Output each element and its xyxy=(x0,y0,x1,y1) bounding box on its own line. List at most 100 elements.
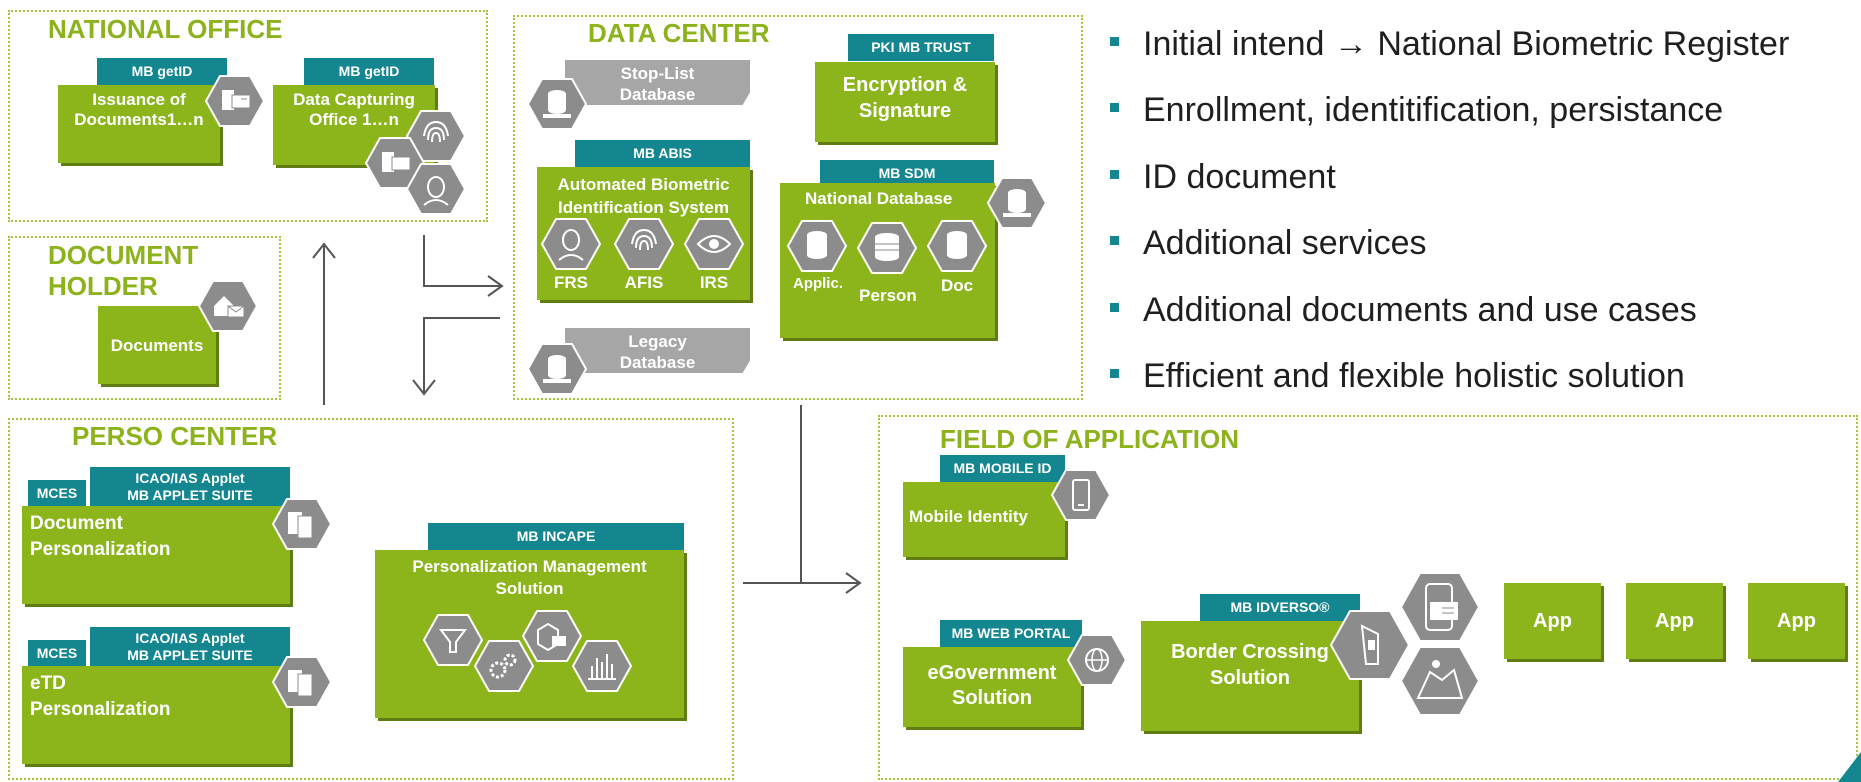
bullet-marker xyxy=(1110,169,1119,179)
bullet-text: Enrollment, identitification, persistanc… xyxy=(1143,91,1724,130)
abis-label: Automated Biometric Identification Syste… xyxy=(557,175,730,217)
pki-tag: PKI MB TRUST xyxy=(848,34,994,61)
idverso-tag: MB IDVERSO® xyxy=(1200,594,1360,621)
app-tile-3[interactable]: App xyxy=(1748,583,1845,659)
face-icon-frs xyxy=(541,218,601,270)
app-tile-2[interactable]: App xyxy=(1626,583,1723,659)
database-icon-doc xyxy=(927,220,987,272)
field-of-application-region xyxy=(878,415,1858,780)
mces-tag-2: MCES xyxy=(28,640,86,666)
border-crossing-label: Border Crossing Solution xyxy=(1171,641,1329,689)
encryption-box[interactable]: Encryption & Signature xyxy=(815,62,995,142)
arrow-national-to-datacenter xyxy=(423,235,500,287)
encryption-label: Encryption & Signature xyxy=(842,74,968,122)
legacy-database-tab[interactable]: Legacy Database xyxy=(565,328,750,373)
arrow-head-right-1 xyxy=(487,275,504,297)
doc-label: Doc xyxy=(940,276,974,295)
sdm-tag: MB SDM xyxy=(820,160,994,187)
border-crossing-box[interactable]: Border Crossing Solution xyxy=(1141,621,1359,731)
bullet-text: Initial intend → National Biometric Regi… xyxy=(1143,25,1790,64)
stoplist-database-tab[interactable]: Stop-List Database xyxy=(565,60,750,105)
applet-tag-2: ICAO/IAS Applet MB APPLET SUITE xyxy=(90,627,290,666)
bullet-2: Enrollment, identitification, persistanc… xyxy=(1110,88,1723,130)
issuance-tag: MB getID xyxy=(97,58,227,85)
mail-house-icon xyxy=(198,280,258,332)
bullet-marker xyxy=(1110,102,1119,112)
funnel-icon xyxy=(423,614,483,666)
card-stack-icon-2 xyxy=(272,656,332,708)
applet-tag-1: ICAO/IAS Applet MB APPLET SUITE xyxy=(90,467,290,506)
field-of-application-title: FIELD OF APPLICATION xyxy=(940,424,1239,454)
fingerprint-icon xyxy=(406,110,466,162)
mobile-identity-box[interactable]: Mobile Identity xyxy=(903,482,1065,557)
card-stack-icon-1 xyxy=(272,498,332,550)
bullet-text: Additional services xyxy=(1143,224,1427,263)
bullet-1: Initial intend → National Biometric Regi… xyxy=(1110,22,1789,64)
data-center-region xyxy=(513,15,1083,400)
issuance-box[interactable]: Issuance of Documents1…n xyxy=(58,85,220,163)
database-icon-applic xyxy=(787,220,847,272)
document-holder-region xyxy=(8,236,281,400)
id-card-reader-icon xyxy=(1400,572,1480,642)
bullet-4: Additional services xyxy=(1110,221,1426,263)
mobile-id-tag: MB MOBILE ID xyxy=(940,455,1065,482)
globe-icon xyxy=(1067,634,1127,686)
bullet-text: Efficient and flexible holistic solution xyxy=(1143,357,1685,396)
etd-personalization-box[interactable]: eTD Personalization xyxy=(22,666,290,764)
perso-center-title: PERSO CENTER xyxy=(72,421,278,451)
bullet-text: ID document xyxy=(1143,158,1336,197)
national-office-title: NATIONAL OFFICE xyxy=(48,14,283,44)
package-card-icon xyxy=(522,610,582,662)
documents-box[interactable]: Documents xyxy=(98,306,216,384)
document-personalization-label: Document Personalization xyxy=(30,513,171,560)
national-database-icon xyxy=(987,177,1047,229)
arrow-datacenter-to-perso xyxy=(423,317,500,392)
etd-personalization-label: eTD Personalization xyxy=(30,673,171,720)
app-tile-1[interactable]: App xyxy=(1504,583,1601,659)
bullet-marker xyxy=(1110,36,1119,46)
document-holder-title: DOCUMENT HOLDER xyxy=(48,240,199,301)
bullet-6: Efficient and flexible holistic solution xyxy=(1110,354,1685,396)
arrow-head-down xyxy=(412,379,436,396)
bullet-text: Additional documents and use cases xyxy=(1143,291,1697,330)
frs-label: FRS xyxy=(554,273,588,292)
perso-center-region xyxy=(8,418,734,780)
bullet-3: ID document xyxy=(1110,155,1336,197)
afis-label: AFIS xyxy=(624,273,664,292)
document-card-icon xyxy=(205,75,265,127)
bar-chart-icon xyxy=(572,640,632,692)
egovernment-box[interactable]: eGovernment Solution xyxy=(903,647,1081,727)
kiosk-icon xyxy=(1330,610,1410,680)
fingerprint-icon-afis xyxy=(614,218,674,270)
applic-label: Applic. xyxy=(792,275,843,292)
abis-tag: MB ABIS xyxy=(575,140,750,167)
capturing-label: Data Capturing Office 1…n xyxy=(293,90,415,129)
mobile-phone-icon xyxy=(1051,469,1111,521)
mces-tag-1: MCES xyxy=(28,480,86,506)
gears-icon xyxy=(474,640,534,692)
national-database-label: National Database xyxy=(805,189,953,208)
web-portal-tag: MB WEB PORTAL xyxy=(940,620,1082,647)
stoplist-database-icon xyxy=(527,78,587,130)
capturing-tag: MB getID xyxy=(304,58,434,85)
bullet-marker xyxy=(1110,235,1119,245)
data-center-title: DATA CENTER xyxy=(588,18,770,48)
person-label: Person xyxy=(859,286,917,305)
national-office-region xyxy=(8,10,488,222)
egovernment-label: eGovernment Solution xyxy=(927,662,1057,709)
document-personalization-box[interactable]: Document Personalization xyxy=(22,506,290,604)
incape-tag: MB INCAPE xyxy=(428,523,684,550)
issuance-label: Issuance of Documents1…n xyxy=(74,90,204,129)
bullet-5: Additional documents and use cases xyxy=(1110,288,1697,330)
bullet-marker xyxy=(1110,302,1119,312)
arrow-head-up xyxy=(312,242,336,259)
bullet-marker xyxy=(1110,368,1119,378)
eye-icon-irs xyxy=(684,218,744,270)
arrow-head-right-2 xyxy=(845,572,862,594)
face-icon xyxy=(406,163,466,215)
mobile-identity-label: Mobile Identity xyxy=(909,507,1028,526)
legacy-database-icon xyxy=(527,343,587,395)
personalization-management-label: Personalization Management Solution xyxy=(412,557,647,598)
irs-label: IRS xyxy=(699,273,729,292)
